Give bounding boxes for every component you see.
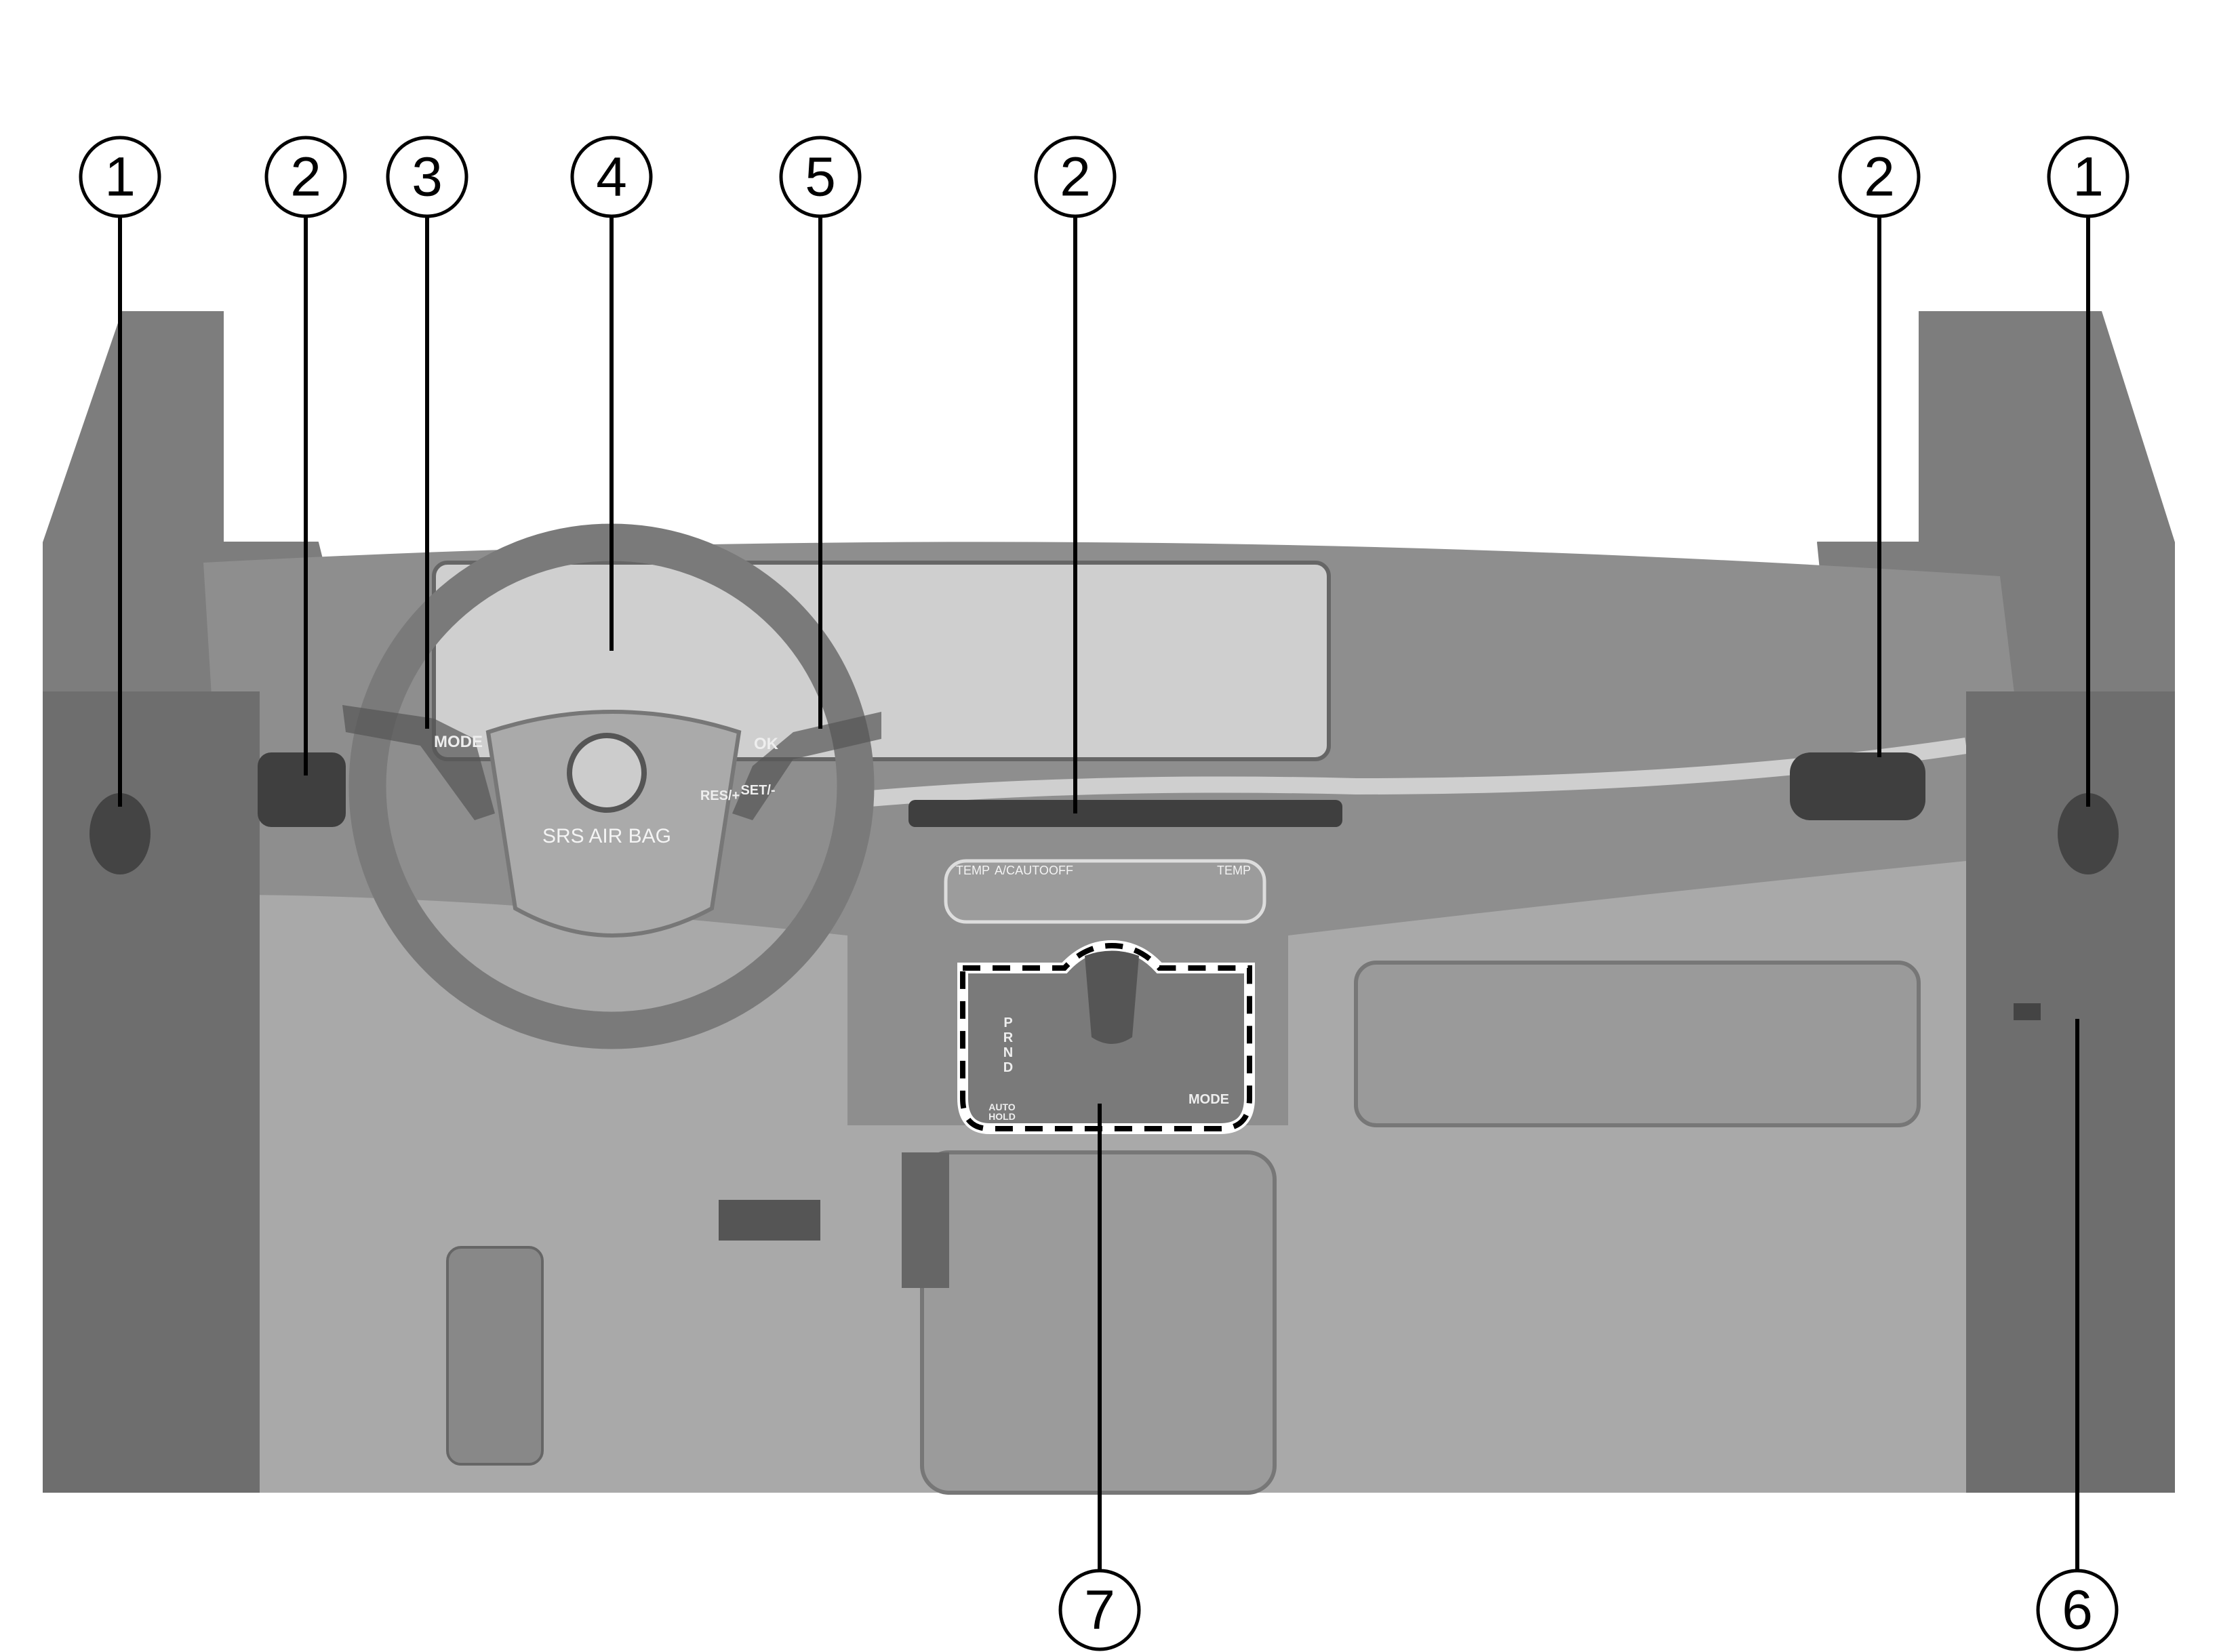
- callouts: 1 2 3 4 5 2 2 1 7 6: [79, 136, 2130, 1651]
- gear-n: N: [1003, 1045, 1013, 1060]
- climate-panel: [944, 859, 1266, 924]
- right-door-handle: [2058, 793, 2119, 874]
- callout-number: 1: [104, 146, 136, 208]
- callout-number: 2: [1060, 146, 1091, 208]
- callout-number: 5: [805, 146, 836, 208]
- callout-number: 4: [596, 146, 627, 208]
- auto-hold-line1: AUTO: [988, 1102, 1016, 1112]
- storage-compartment: [2014, 1003, 2041, 1020]
- gear-r: R: [1003, 1030, 1014, 1045]
- callout-2-right: 2: [1838, 136, 1921, 757]
- climate-ac: A/C: [995, 864, 1015, 877]
- auto-hold-line2: HOLD: [988, 1111, 1016, 1122]
- callout-5: 5: [779, 136, 862, 729]
- glove-box: [1354, 961, 1921, 1127]
- right-stalk: [732, 712, 881, 820]
- callout-1-left: 1: [79, 136, 161, 807]
- left-door-panel: [43, 691, 260, 1493]
- set-button: SET/-: [740, 783, 775, 798]
- interior-illustration: TEMP A/C AUTO OFF TEMP SRS AIR BAG MODE …: [43, 311, 2175, 1495]
- windshield-area: [224, 311, 1919, 542]
- callout-1-right: 1: [2047, 136, 2130, 807]
- callout-2-left: 2: [264, 136, 347, 775]
- callout-number: 1: [2073, 146, 2104, 208]
- gear-d: D: [1003, 1060, 1013, 1075]
- left-mode-button: MODE: [434, 733, 483, 751]
- ok-button: OK: [754, 735, 779, 753]
- left-air-vent: [258, 752, 346, 827]
- callout-7: 7: [1058, 1104, 1141, 1651]
- callout-2-center: 2: [1034, 136, 1117, 813]
- gear-selector: [1085, 950, 1139, 1044]
- footrest: [446, 1246, 544, 1466]
- callout-number: 2: [1864, 146, 1895, 208]
- airbag-label: SRS AIR BAG: [542, 825, 671, 847]
- climate-temp-left: TEMP: [956, 864, 990, 877]
- callout-number: 7: [1084, 1579, 1115, 1641]
- instrument-display: [432, 561, 1331, 761]
- res-button: RES/+: [700, 788, 740, 803]
- left-door-handle: [89, 793, 151, 874]
- brake-pedal: [719, 1200, 820, 1241]
- drive-mode-button: MODE: [1188, 1092, 1229, 1107]
- climate-temp-right: TEMP: [1217, 864, 1251, 877]
- steering-wheel-hub: [485, 710, 742, 938]
- gear-p: P: [1003, 1015, 1012, 1030]
- climate-auto: AUTO: [1015, 864, 1049, 877]
- left-stalk: [342, 705, 495, 820]
- center-air-vent: [908, 800, 1342, 827]
- right-air-vent: [1790, 752, 1925, 820]
- callout-number: 6: [2062, 1579, 2093, 1641]
- accelerator-pedal: [902, 1152, 949, 1288]
- callout-3: 3: [386, 136, 468, 729]
- brand-logo: [567, 733, 647, 813]
- callout-number: 2: [290, 146, 321, 208]
- callout-4: 4: [570, 136, 653, 651]
- callout-number: 3: [412, 146, 443, 208]
- callout-6: 6: [2036, 1019, 2119, 1651]
- climate-off: OFF: [1049, 864, 1073, 877]
